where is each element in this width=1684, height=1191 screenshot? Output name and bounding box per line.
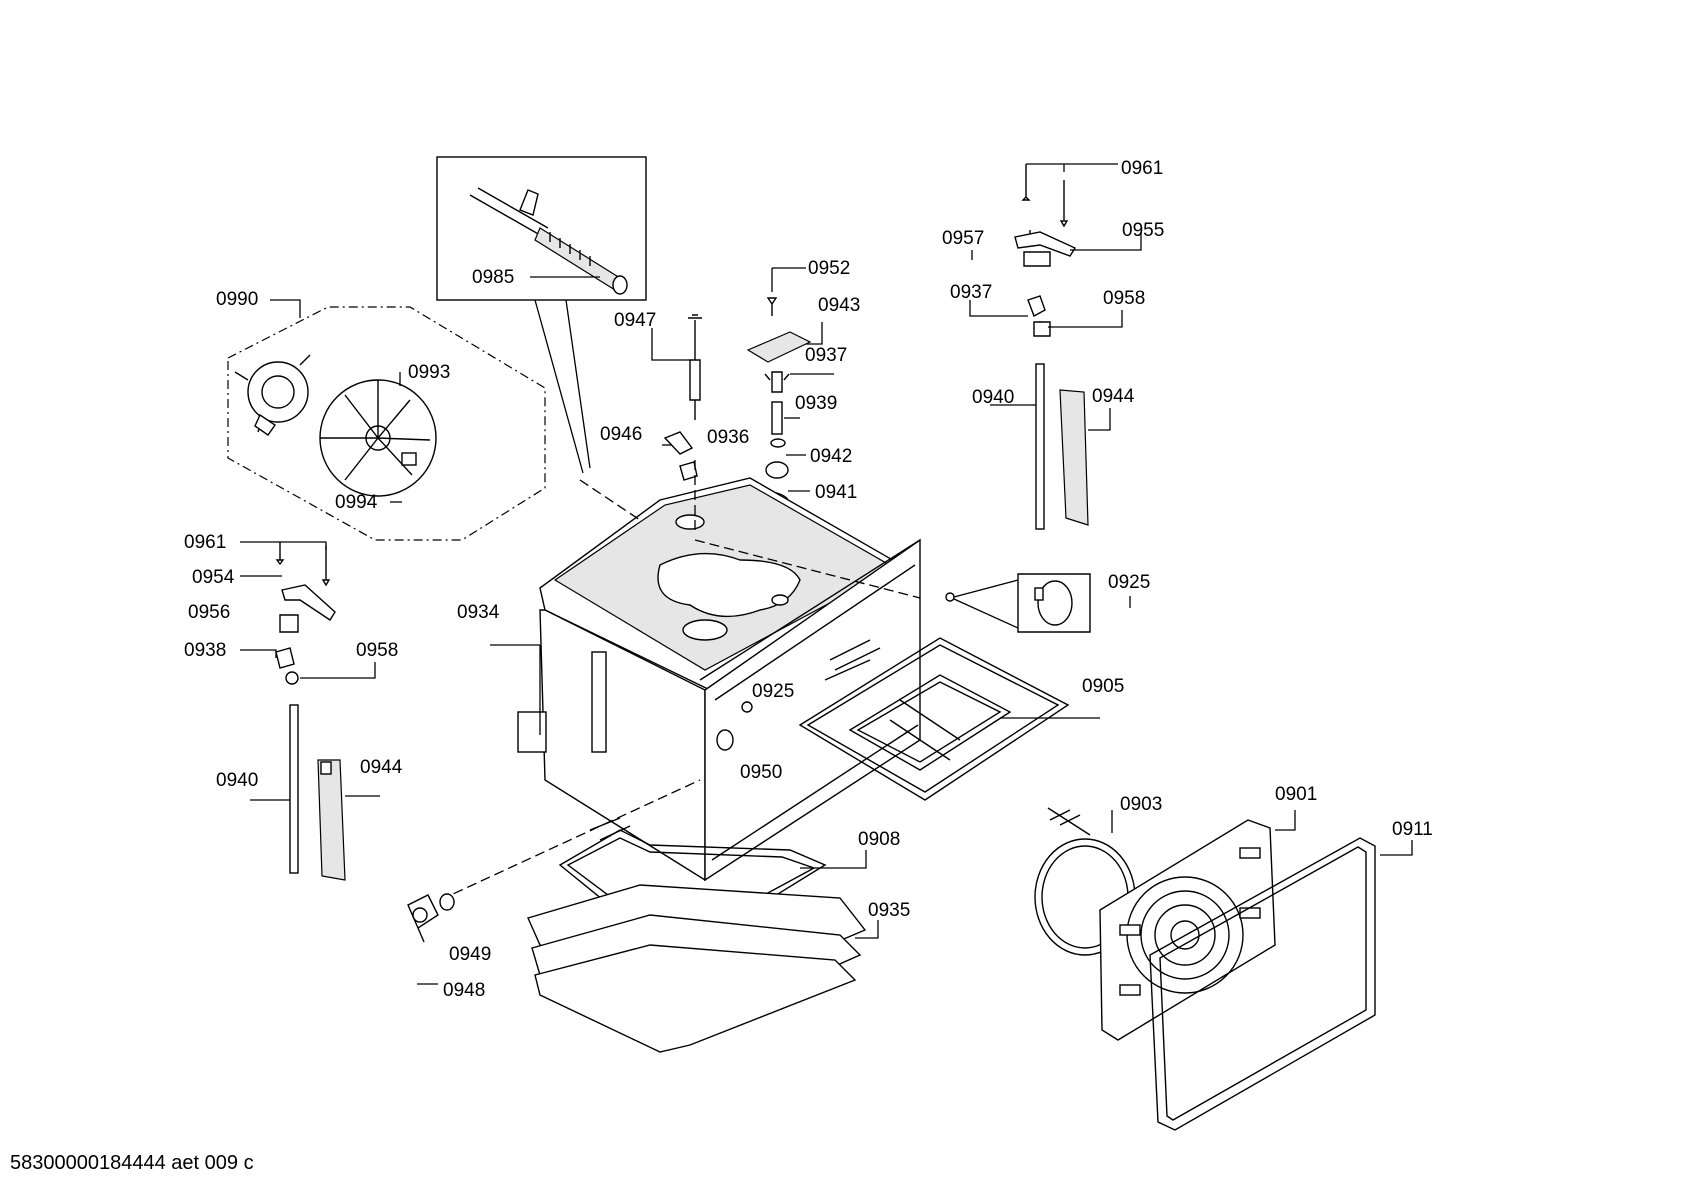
label-0934: 0934 — [457, 602, 500, 623]
label-0961: 0961 — [184, 532, 226, 553]
label-0943: 0943 — [818, 295, 860, 316]
label-0946: 0946 — [600, 424, 642, 445]
inset-0985 — [436, 156, 647, 474]
thermostat-0925 — [945, 573, 1131, 633]
label-0908: 0908 — [858, 829, 900, 850]
fan-cover-0901 — [1099, 810, 1296, 1041]
top-heater-0905 — [798, 637, 1100, 801]
label-0958: 0958 — [1103, 288, 1145, 309]
part-labels: 0961 0957 0955 0937 0958 0940 0944 0985 … — [184, 158, 1433, 1001]
top-right-fixing-assembly — [1014, 164, 1089, 530]
label-0940: 0940 — [972, 387, 1014, 408]
label-0961: 0961 — [1121, 158, 1163, 179]
label-0950: 0950 — [740, 762, 782, 783]
label-0935: 0935 — [868, 900, 910, 921]
label-0938: 0938 — [184, 640, 226, 661]
label-0905: 0905 — [1082, 676, 1124, 697]
leaders-top-right — [969, 163, 1142, 431]
label-0994: 0994 — [335, 492, 378, 513]
label-0925: 0925 — [1108, 572, 1150, 593]
lamp-0949 — [407, 893, 455, 985]
label-0990: 0990 — [216, 289, 258, 310]
label-0901: 0901 — [1275, 784, 1317, 805]
label-0925: 0925 — [752, 681, 794, 702]
label-0940: 0940 — [216, 770, 258, 791]
leaders-top-centre — [651, 267, 834, 492]
left-fixing-assembly — [275, 542, 346, 881]
oven-cavity-0934 — [490, 477, 921, 882]
label-0911: 0911 — [1392, 819, 1433, 840]
top-centre-parts — [663, 268, 823, 515]
label-0993: 0993 — [408, 362, 450, 383]
label-0985: 0985 — [472, 267, 514, 288]
label-0903: 0903 — [1120, 794, 1162, 815]
fan-motor-assembly-0990 — [227, 299, 546, 541]
leaders-left — [240, 541, 380, 801]
door-seal-0911 — [1149, 837, 1413, 1131]
label-0948: 0948 — [443, 980, 485, 1001]
label-0937: 0937 — [950, 282, 992, 303]
document-id: 58300000184444 aet 009 c — [10, 1152, 254, 1174]
label-0944: 0944 — [1092, 386, 1135, 407]
label-0936: 0936 — [707, 427, 749, 448]
label-0941: 0941 — [815, 482, 857, 503]
label-0937: 0937 — [805, 345, 847, 366]
label-0957: 0957 — [942, 228, 984, 249]
label-0958: 0958 — [356, 640, 398, 661]
label-0949: 0949 — [449, 944, 491, 965]
label-0955: 0955 — [1122, 220, 1164, 241]
label-0956: 0956 — [188, 602, 230, 623]
label-0939: 0939 — [795, 393, 837, 414]
label-0952: 0952 — [808, 258, 850, 279]
label-0947: 0947 — [614, 310, 656, 331]
cavity-centre-axis — [439, 460, 921, 901]
label-0954: 0954 — [192, 567, 235, 588]
insulation-0935 — [527, 884, 879, 1053]
label-0942: 0942 — [810, 446, 852, 467]
label-0944: 0944 — [360, 757, 403, 778]
